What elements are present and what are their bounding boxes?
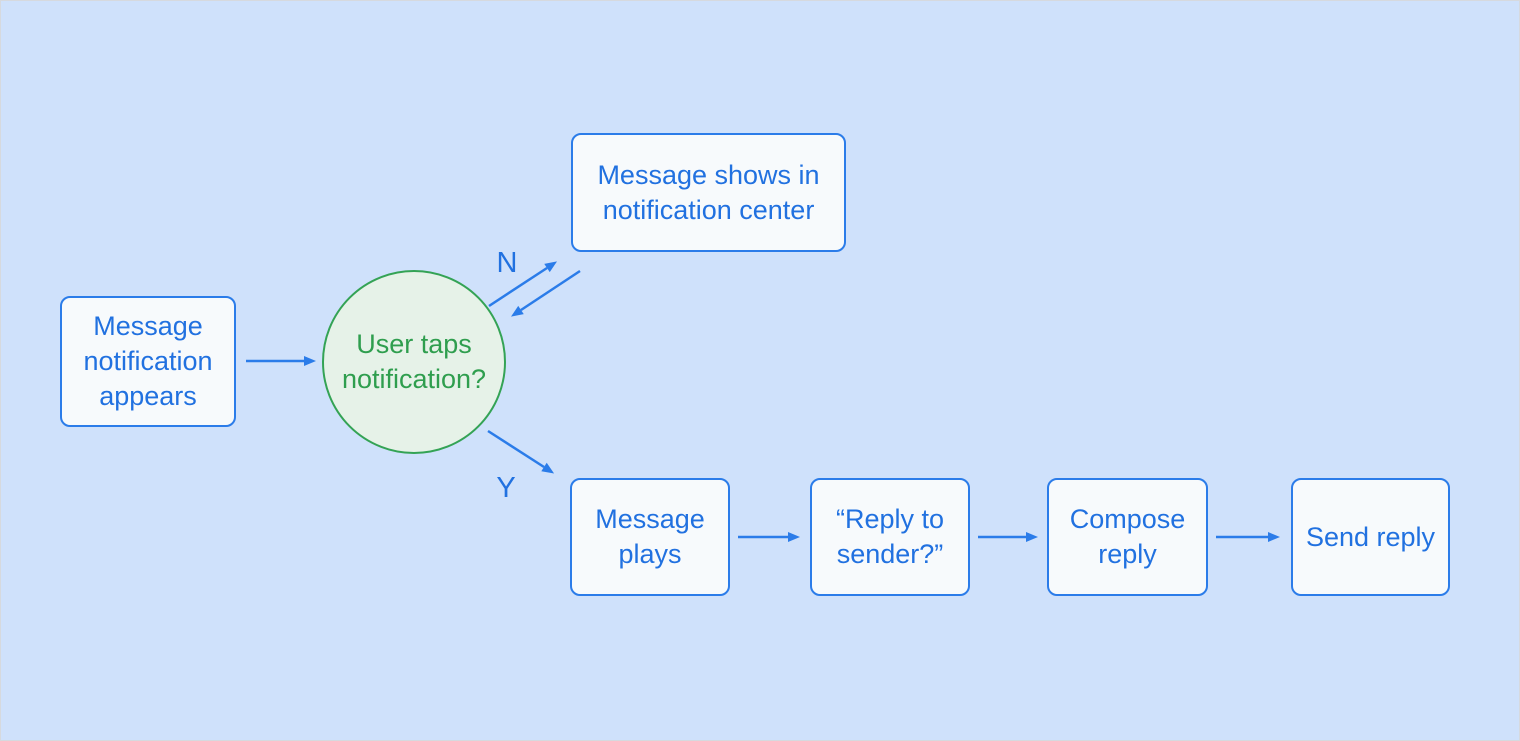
node-compose-reply: Compose reply <box>1047 478 1208 596</box>
node-user-taps-notification-decision: User taps notification? <box>322 270 506 454</box>
edge-label-yes: Y <box>496 472 516 504</box>
node-send-reply: Send reply <box>1291 478 1450 596</box>
arrow-decision-to-message-plays <box>487 429 555 474</box>
node-message-shows-in-notification-center: Message shows in notification center <box>571 133 846 252</box>
node-message-notification-appears: Message notification appears <box>60 296 236 427</box>
node-reply-to-sender: “Reply to sender?” <box>810 478 970 596</box>
node-message-plays: Message plays <box>570 478 730 596</box>
edge-label-no: N <box>496 247 518 279</box>
arrow-notif-center-to-decision <box>510 269 581 317</box>
